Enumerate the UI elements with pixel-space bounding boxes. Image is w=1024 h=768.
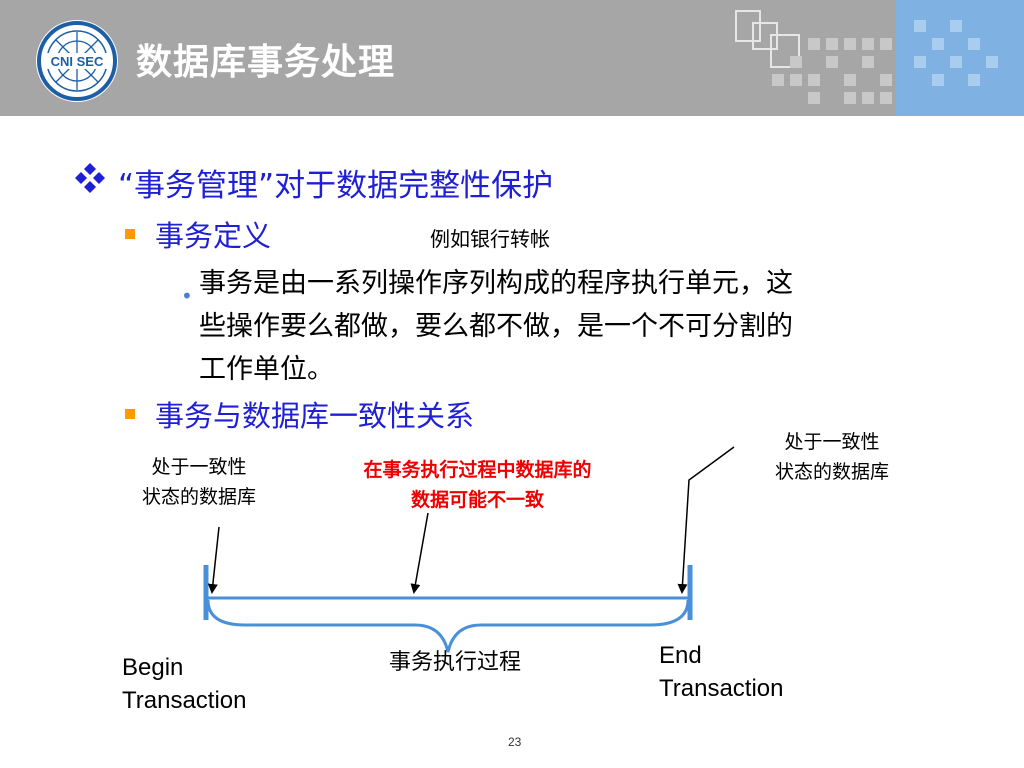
definition-line-2: 些操作要么都做，要么都不做，是一个不可分割的 (199, 311, 793, 342)
middle-arrow (410, 512, 429, 594)
right-consistent-note: 处于一致性 状态的数据库 (774, 431, 889, 483)
begin-transaction-label: Begin Transaction (122, 654, 247, 714)
bullet-transaction-definition: 事务定义 (155, 219, 272, 253)
definition-line-3: 工作单位。 (199, 354, 334, 385)
end-transaction-label: End Transaction (659, 642, 784, 702)
square-bullet-icon (125, 229, 135, 239)
square-bullet-icon (125, 409, 135, 419)
svg-text:CNI SEC: CNI SEC (51, 54, 104, 69)
bullet-consistency-relation: 事务与数据库一致性关系 (155, 399, 475, 433)
page-number: 23 (508, 735, 522, 749)
example-note: 例如银行转帐 (430, 227, 550, 251)
page-title: 数据库事务处理 (136, 42, 396, 83)
cnisec-logo-icon: CNI SEC (36, 20, 118, 102)
section-heading: “事务管理”对于数据完整性保护 (118, 168, 554, 204)
left-consistent-note: 处于一致性 状态的数据库 (141, 456, 256, 508)
definition-line-1: 事务是由一系列操作序列构成的程序执行单元，这 (199, 268, 793, 299)
process-brace (206, 599, 690, 653)
diamond-bullet-icon (75, 163, 105, 193)
right-arrow (677, 446, 735, 594)
brace-label: 事务执行过程 (388, 650, 521, 675)
dot-bullet-icon: • (181, 284, 193, 308)
left-arrow (207, 526, 220, 594)
middle-inconsistent-note: 在事务执行过程中数据库的 数据可能不一致 (363, 459, 592, 511)
title-bar: CNI SEC 数据库事务处理 (0, 0, 1024, 116)
